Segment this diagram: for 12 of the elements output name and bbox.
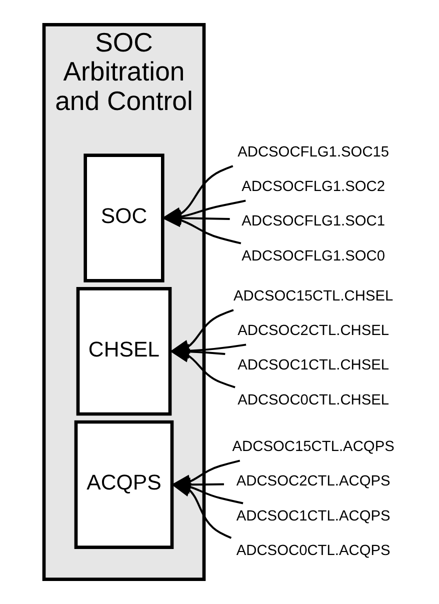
node-text: ADCSOC15CTL.ACQPS xyxy=(232,439,394,456)
node-text: ADCSOC2CTL.ACQPS xyxy=(236,474,390,490)
node-text: ADCSOC15CTL.CHSEL xyxy=(233,288,393,304)
node-text: ADCSOCFLG1.SOC15 xyxy=(237,144,389,160)
node-text: ADCSOC1CTL.ACQPS xyxy=(236,508,390,524)
node-text: ADCSOC1CTL.CHSEL xyxy=(237,358,389,374)
node-text: ADCSOCFLG1.SOC2 xyxy=(241,179,385,196)
node-text: ADCSOCFLG1.SOC1 xyxy=(241,214,385,230)
node-text: ADCSOC2CTL.CHSEL xyxy=(237,323,389,340)
node-text: ADCSOC0CTL.CHSEL xyxy=(237,392,389,408)
node-text: ADCSOC0CTL.ACQPS xyxy=(236,543,390,560)
node-text: ADCSOCFLG1.SOC0 xyxy=(241,248,385,264)
